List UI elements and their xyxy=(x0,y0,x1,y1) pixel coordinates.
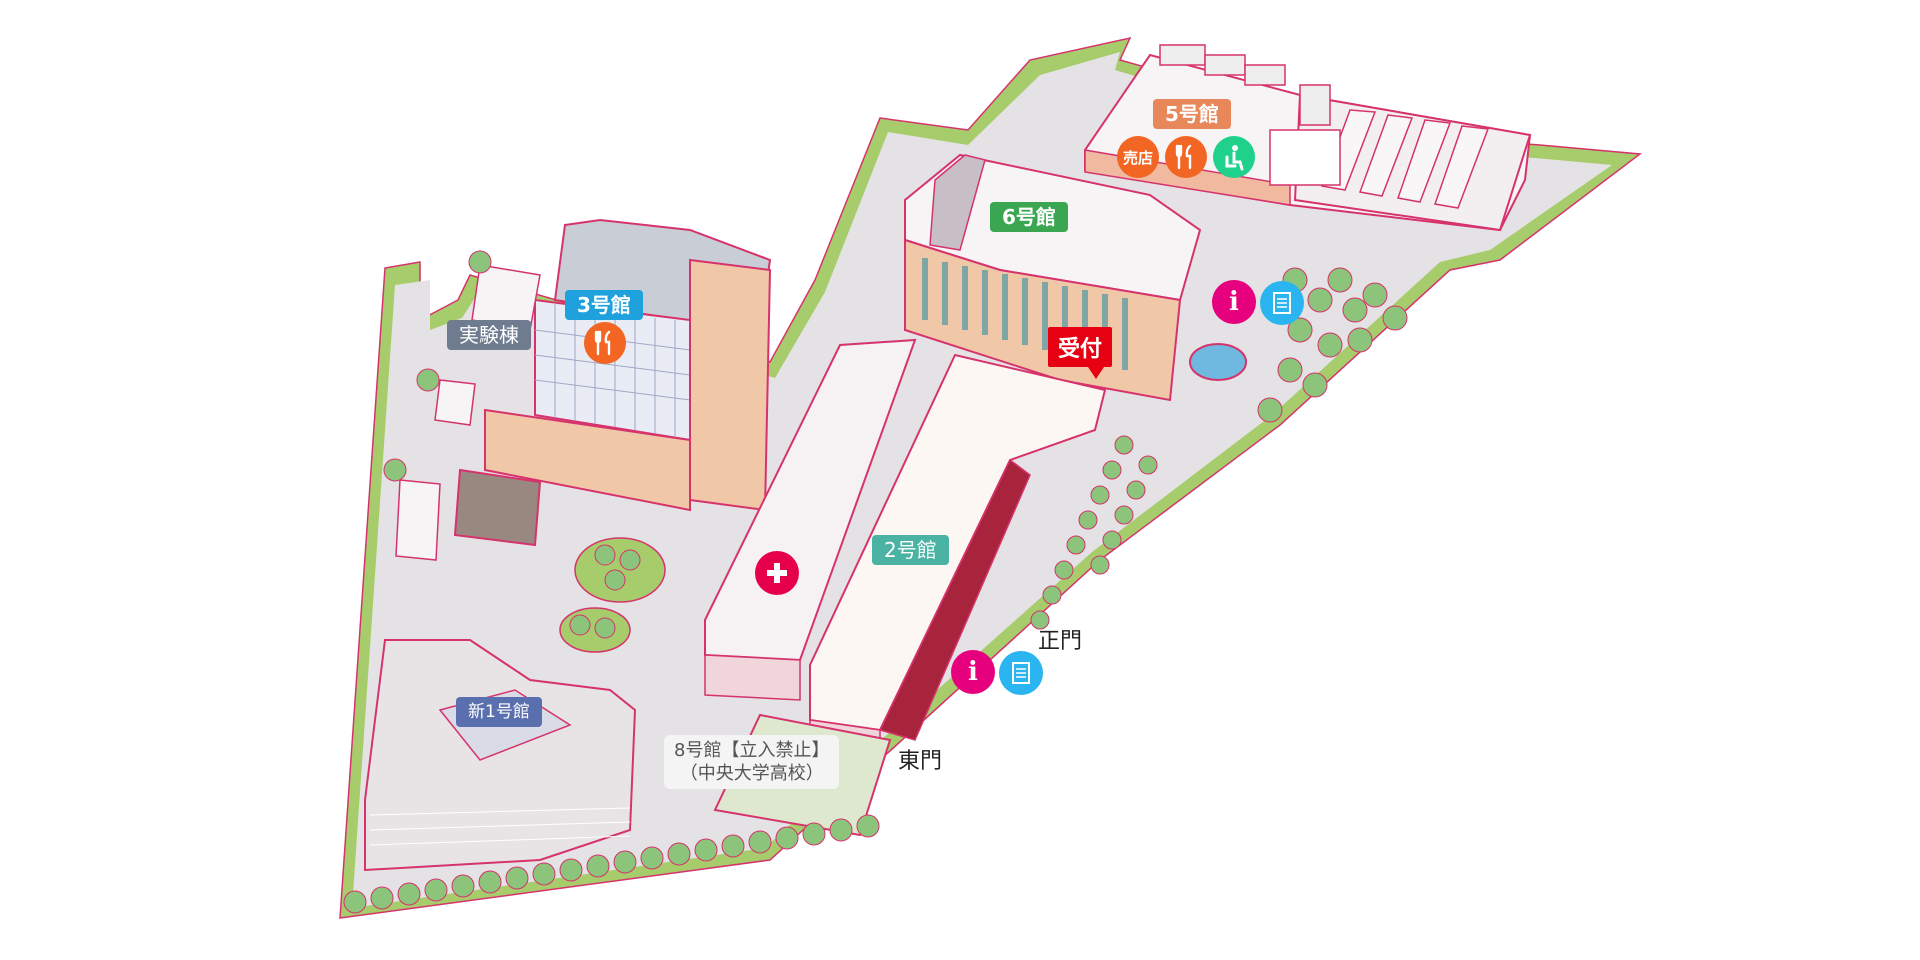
building-8-name: 8号館【立入禁止】 xyxy=(674,740,830,761)
building-8-note: （中央大学高校） xyxy=(679,763,824,784)
east-gate-label: 東門 xyxy=(898,749,943,774)
building-3-label: 3号館 xyxy=(565,290,643,320)
info-icon[interactable]: i xyxy=(1212,280,1256,324)
document-icon[interactable] xyxy=(1260,281,1304,325)
lab-building-label: 実験棟 xyxy=(447,320,531,350)
building-2-side xyxy=(878,458,1031,741)
fountain xyxy=(1189,343,1247,381)
document-icon[interactable] xyxy=(999,651,1043,695)
building-6-tower xyxy=(929,154,986,251)
building-2-label: 2号館 xyxy=(872,535,949,565)
restaurant-icon[interactable] xyxy=(584,322,626,364)
building-8-label: 8号館【立入禁止】 （中央大学高校） xyxy=(664,735,840,789)
building-3-base xyxy=(484,408,691,512)
building-3-wing xyxy=(689,258,772,512)
building-new1 xyxy=(364,639,637,872)
building-6-label: 6号館 xyxy=(990,202,1068,232)
courtyard xyxy=(453,468,542,547)
rest-area-icon[interactable] xyxy=(1213,136,1255,178)
reception-label[interactable]: 受付 xyxy=(1048,327,1113,379)
info-icon[interactable]: i xyxy=(951,650,995,694)
main-gate-label: 正門 xyxy=(1038,629,1083,654)
building-5-label: 5号館 xyxy=(1153,99,1231,129)
building-new1-label: 新1号館 xyxy=(456,697,542,727)
restaurant-icon[interactable] xyxy=(1165,136,1207,178)
first-aid-icon[interactable] xyxy=(755,551,799,595)
building-3-glass xyxy=(534,298,691,442)
shop-icon[interactable]: 売店 xyxy=(1117,136,1159,178)
